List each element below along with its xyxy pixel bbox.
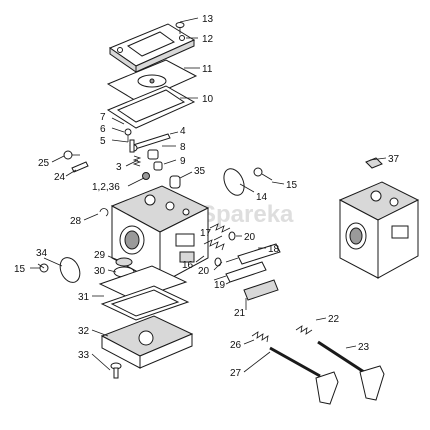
callout-7: 7 [100,112,106,123]
callout-20-top: 20 [244,232,256,243]
part-gasket-31 [98,265,190,321]
callout-35: 35 [194,166,206,177]
callout-20-bottom: 20 [198,266,210,277]
part-needle-21 [243,279,279,301]
part-pump-cover-32 [100,315,194,369]
part-needle-19 [213,261,267,283]
callout-4: 4 [180,126,186,137]
part-cover [108,23,196,73]
callout-34: 34 [36,248,48,259]
callout-18: 18 [268,244,280,255]
callout-37: 37 [388,154,400,165]
part-jet-35 [169,175,181,189]
callout-15-left: 15 [14,264,26,275]
callout-30: 30 [94,266,106,277]
part-clip-24 [71,161,89,173]
callout-9: 9 [180,156,186,167]
callout-6: 6 [100,124,106,135]
part-washer-20b [214,257,222,267]
part-shaft-23 [317,340,385,401]
part-valve-8 [147,149,159,160]
callout-23: 23 [358,342,370,353]
part-shaft-27 [269,346,339,405]
callout-14: 14 [256,192,268,203]
part-gasket [106,85,196,129]
callout-11: 11 [202,64,213,75]
callout-8: 8 [180,142,186,153]
callout-10: 10 [202,94,214,105]
part-spring-3 [132,155,142,167]
part-carburetor-body-right [338,181,420,279]
callout-27: 27 [230,368,242,379]
part-shutter-14 [223,168,245,196]
part-screw-13 [175,22,185,34]
part-screw-25 [63,150,80,160]
part-spring-22 [295,325,313,335]
callout-26: 26 [230,340,242,351]
part-screw-33 [110,362,122,379]
callout-24: 24 [54,172,66,183]
callout-29: 29 [94,250,106,261]
callout-3: 3 [116,162,122,173]
callout-22: 22 [328,314,340,325]
part-screw-15-left [37,263,49,273]
callout-21: 21 [234,308,246,319]
callout-25: 25 [38,158,50,169]
part-lever-4 [129,133,171,152]
part-shutter-34 [59,257,81,283]
part-spring-16 [203,239,225,251]
part-pin-5 [129,139,135,153]
callout-19: 19 [214,280,226,291]
leader-lines [30,17,387,373]
part-screw-6 [124,128,132,142]
callout-17: 17 [200,228,212,239]
part-spring-17 [209,223,231,233]
callout-31: 31 [78,292,90,303]
part-spring-26 [251,331,269,343]
part-ring-28 [99,208,109,217]
callout-1-2-36: 1,2,36 [92,182,120,193]
callout-32: 32 [78,326,90,337]
callout-12: 12 [202,34,214,45]
callout-16: 16 [182,260,194,271]
callout-33: 33 [78,350,90,361]
part-filter-29 [115,257,133,267]
part-diaphragm [106,59,198,103]
callout-28: 28 [70,216,82,227]
part-plug-9 [153,161,163,171]
part-screw-15-top [253,167,273,181]
callout-13: 13 [202,14,214,25]
watermark: Spareka [200,201,294,228]
callout-5: 5 [100,136,106,147]
callout-15-top: 15 [286,180,298,191]
part-washer-20a [228,231,236,241]
part-screw-36 [142,172,150,180]
